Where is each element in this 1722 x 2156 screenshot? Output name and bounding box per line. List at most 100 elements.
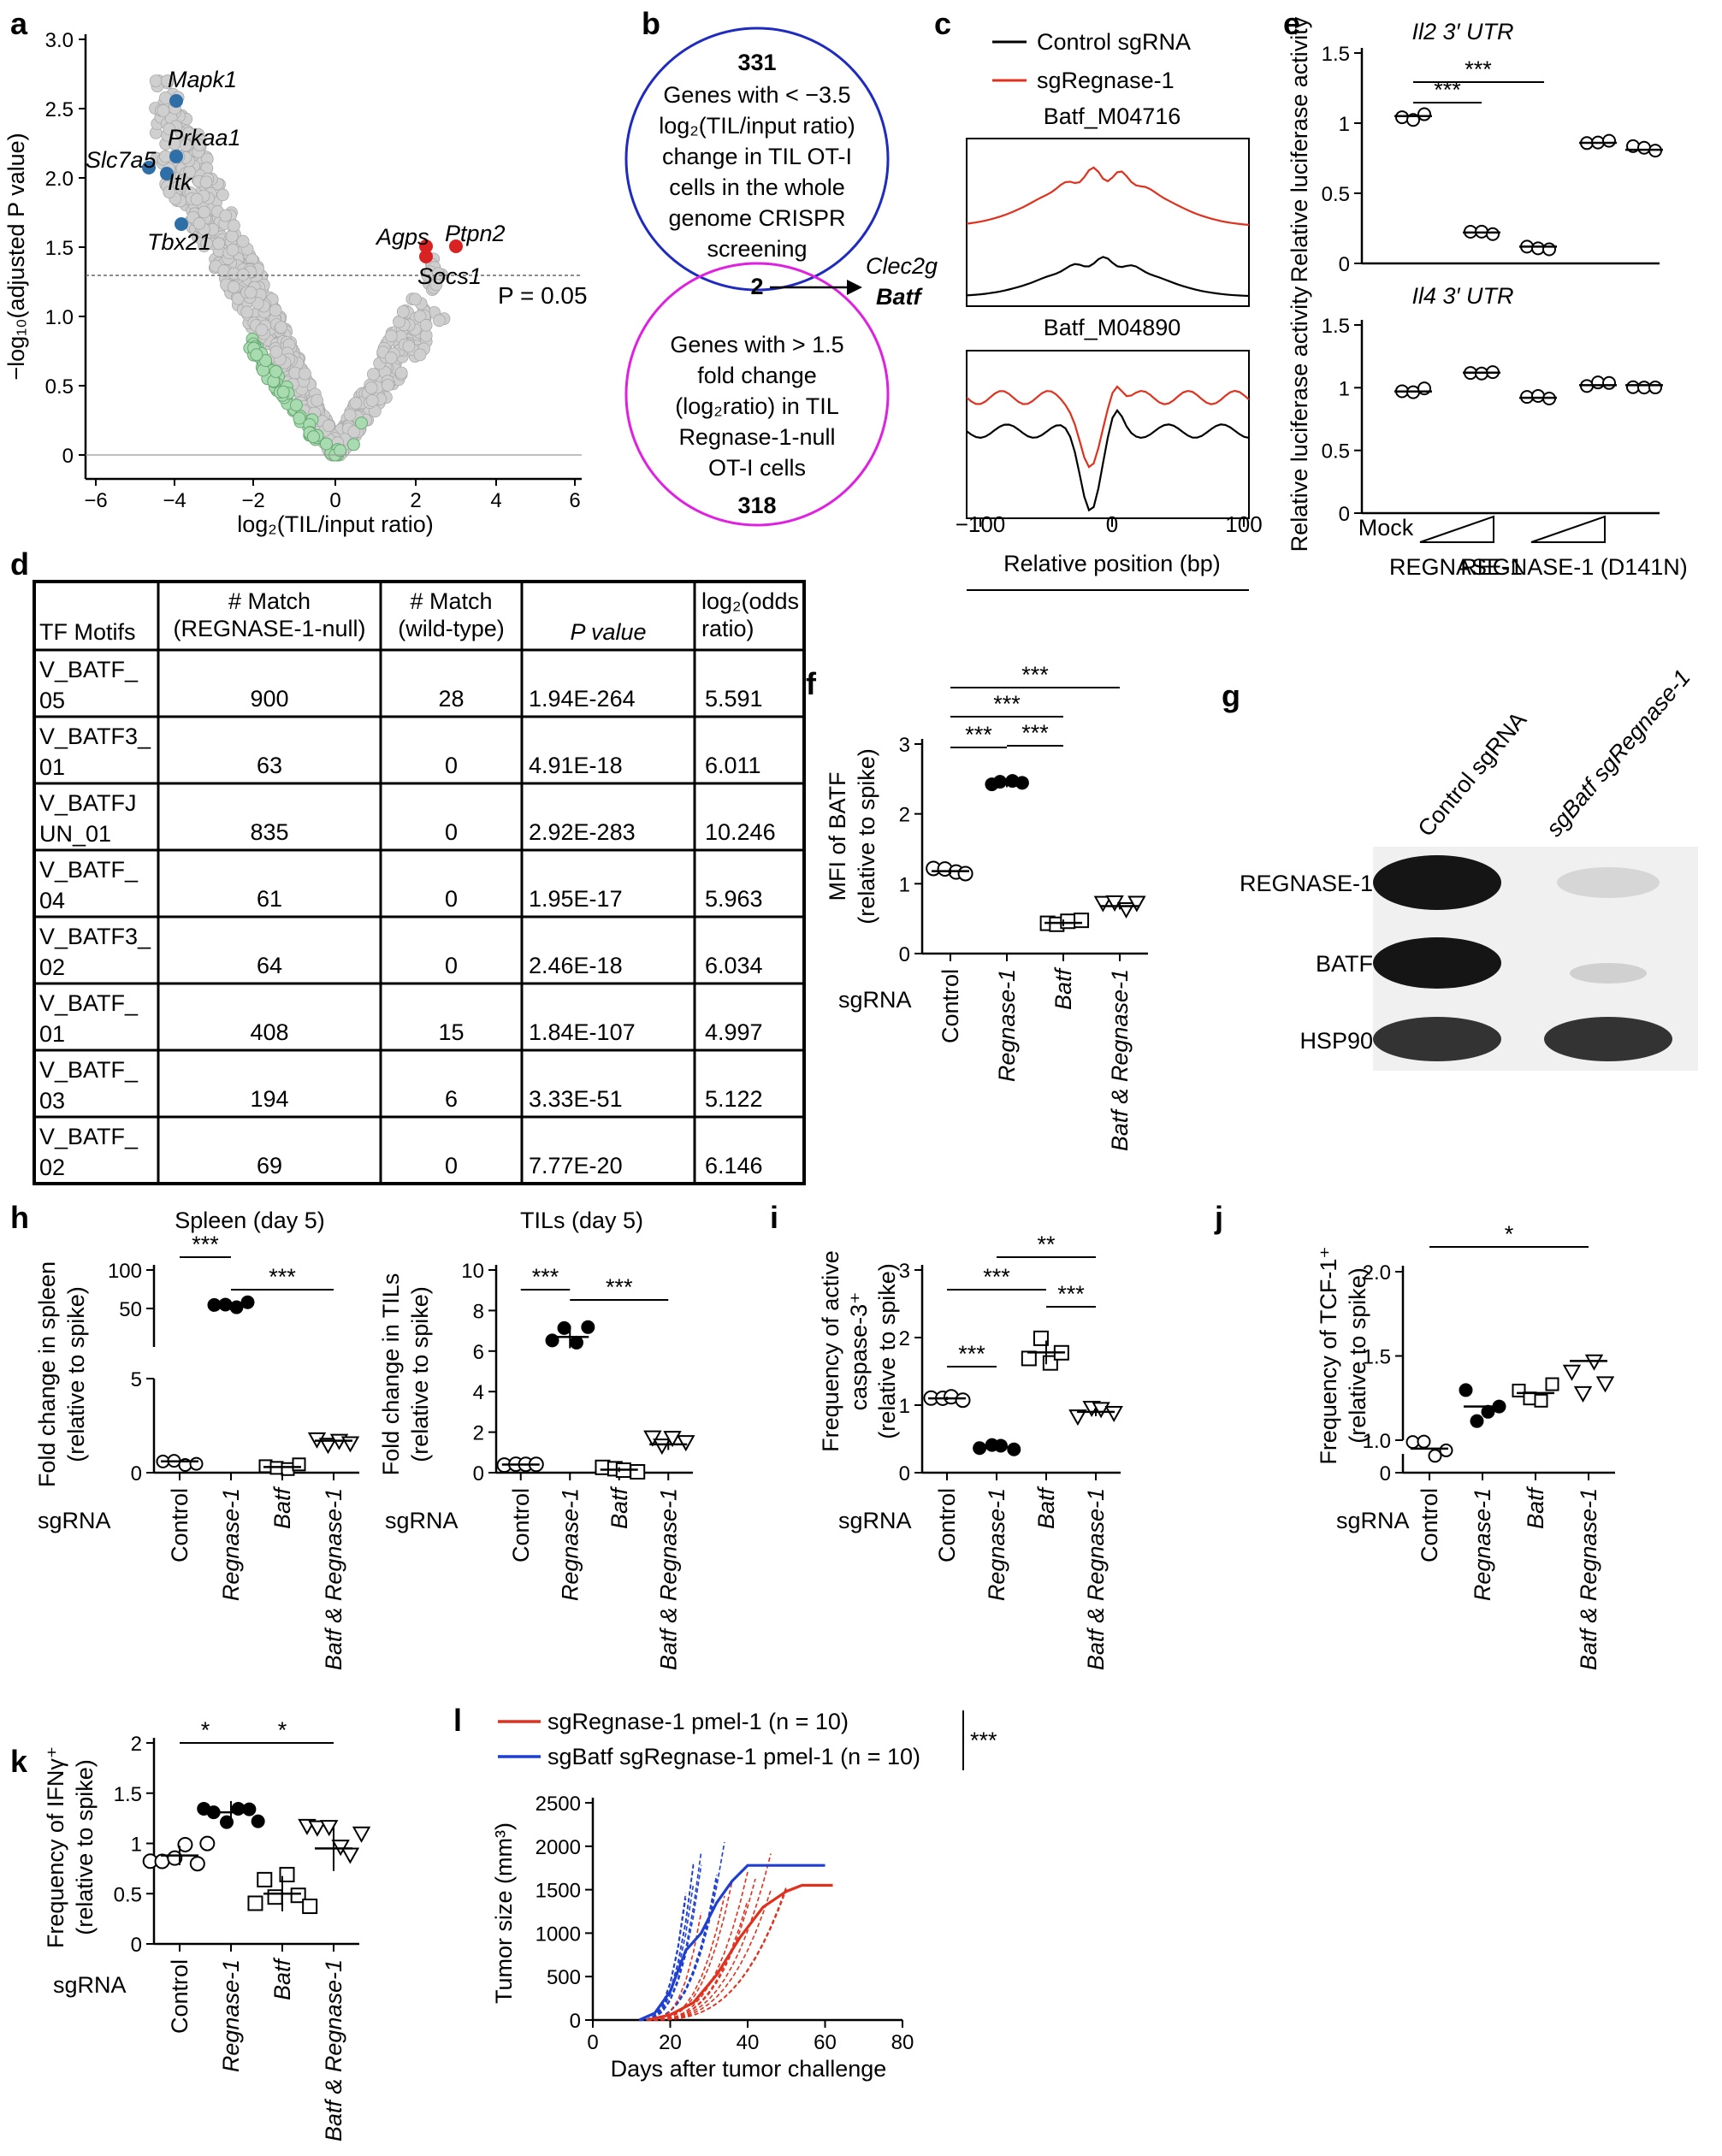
- venn-top-line: cells in the whole: [669, 174, 845, 200]
- j-y-axis-label: Frequency of TCF-1⁺: [1316, 1246, 1341, 1464]
- y-tick-label: 0.5: [114, 1883, 142, 1906]
- h-y-axis-label: (relative to spike): [407, 1286, 433, 1462]
- category-label: Regnase-1: [1470, 1488, 1495, 1601]
- data-point: [1470, 1414, 1484, 1428]
- panel-c: c Control sgRNA sgRegnase-1 Batf_M04716 …: [934, 6, 1263, 591]
- panel-h-label: h: [10, 1200, 29, 1235]
- y-tick-label: 0: [899, 943, 910, 966]
- volcano-point: [255, 323, 269, 337]
- data-point: [581, 1320, 595, 1334]
- data-point: [352, 1826, 371, 1843]
- y-tick-label: 2: [131, 1733, 142, 1756]
- table-cell: 4.91E-18: [529, 753, 623, 778]
- venn-circle-bottom: [624, 262, 890, 527]
- panel-k: k Frequency of IFNγ⁺ (relative to spike)…: [10, 1717, 371, 2141]
- table-header: P value: [570, 619, 646, 645]
- table-cell: 2.92E-283: [529, 819, 636, 845]
- significance-label: ***: [532, 1264, 559, 1290]
- g-band-label: HSP90: [1299, 1028, 1373, 1054]
- venn-bottom-line: OT-I cells: [708, 455, 806, 481]
- volcano-point: [227, 281, 240, 293]
- volcano-point: [175, 174, 189, 187]
- y-tick-label: 4: [473, 1381, 484, 1404]
- table-cell: 28: [438, 686, 464, 712]
- tumor-curve: [647, 1853, 772, 2021]
- table-cell: 194: [250, 1086, 288, 1112]
- panel-i: i Frequency of active caspase-3⁺ (relati…: [770, 1200, 1123, 1670]
- table-cell: 0: [445, 753, 458, 778]
- volcano-point: [225, 229, 239, 243]
- x-tick-label: 80: [891, 2031, 914, 2054]
- y-tick-label: 0: [899, 1462, 910, 1486]
- g-band-label: REGNASE-1: [1240, 871, 1373, 896]
- a-xtick: −6: [84, 489, 107, 512]
- table-cell: 0: [445, 819, 458, 845]
- volcano-point: [408, 292, 422, 306]
- significance-label: *: [201, 1717, 210, 1743]
- motif-profile-line: [966, 385, 1250, 469]
- category-label: Regnase-1: [218, 1959, 244, 2072]
- x-tick-label: 40: [737, 2031, 760, 2054]
- data-point: [281, 1462, 295, 1476]
- g-lane-label: Control sgRNA: [1413, 707, 1532, 842]
- e-y-axis-label: Relative luciferase activity: [1287, 286, 1312, 552]
- table-cell: 0: [445, 1153, 458, 1178]
- l-legend-item: sgBatf sgRegnase-1 pmel-1 (n = 10): [547, 1744, 920, 1769]
- table-cell: V_BATF_: [39, 990, 139, 1016]
- gene-point: [419, 250, 433, 263]
- venn-top-line: log₂(TIL/input ratio): [659, 113, 855, 139]
- table-cell: 6.034: [705, 953, 763, 978]
- table-header: # Match: [228, 588, 311, 614]
- j-sgrna-label: sgRNA: [1336, 1508, 1410, 1533]
- y-tick-label: 0: [1380, 1462, 1391, 1486]
- gene-point: [142, 161, 156, 174]
- table-cell: 01: [39, 1021, 65, 1047]
- gene-label: Tbx21: [147, 229, 211, 255]
- table-cell: 2.46E-18: [529, 953, 623, 978]
- y-tick-label: 8: [473, 1300, 484, 1323]
- c-x-axis-label: Relative position (bp): [1003, 551, 1221, 576]
- data-point: [257, 1871, 273, 1887]
- a-y-axis-label: −log₁₀(adjusted P value): [3, 133, 29, 380]
- data-point: [663, 1431, 682, 1448]
- panel-e-label: e: [1283, 6, 1300, 41]
- data-point: [290, 1887, 306, 1904]
- volcano-point: [236, 234, 250, 248]
- data-point: [340, 1847, 360, 1864]
- i-sgrna-label: sgRNA: [838, 1508, 912, 1533]
- c-xtick: 100: [1225, 511, 1262, 537]
- volcano-point: [311, 393, 324, 407]
- data-point: [1093, 895, 1113, 913]
- e-top-title: Il2 3′ UTR: [1411, 19, 1513, 44]
- a-ytick: 2.0: [45, 168, 74, 191]
- panel-l: l sgRegnase-1 pmel-1 (n = 10) sgBatf sgR…: [453, 1703, 997, 2082]
- table-cell: 5.963: [705, 886, 763, 912]
- table-cell: 64: [257, 953, 282, 978]
- category-label: Batf & Regnase-1: [1576, 1488, 1601, 1670]
- l-y-axis-label: Tumor size (mm³): [491, 1822, 517, 2004]
- data-point: [1602, 375, 1616, 390]
- panel-d-label: d: [10, 546, 29, 582]
- blot-band: [1570, 963, 1647, 983]
- panel-e: e Il2 3′ UTR Il4 3′ UTR Relative lucifer…: [1283, 6, 1688, 580]
- gene-label: Itk: [168, 169, 193, 195]
- data-point: [1021, 1350, 1037, 1367]
- venn-bottom-line: fold change: [697, 363, 817, 388]
- significance-label: ***: [606, 1274, 633, 1300]
- table-header: # Match: [410, 588, 492, 614]
- gene-point: [175, 217, 188, 231]
- volcano-point: [157, 104, 170, 117]
- table-cell: 69: [257, 1153, 282, 1178]
- significance-label: ***: [965, 722, 992, 747]
- volcano-point: [381, 378, 394, 392]
- venn-top-count: 331: [737, 50, 776, 75]
- volcano-point: [269, 345, 283, 358]
- table-cell: 61: [257, 886, 282, 912]
- volcano-point: [149, 74, 163, 87]
- table-cell: UN_01: [39, 821, 111, 847]
- volcano-point: [419, 318, 433, 332]
- panel-c-label: c: [934, 6, 951, 41]
- volcano-point: [384, 351, 398, 364]
